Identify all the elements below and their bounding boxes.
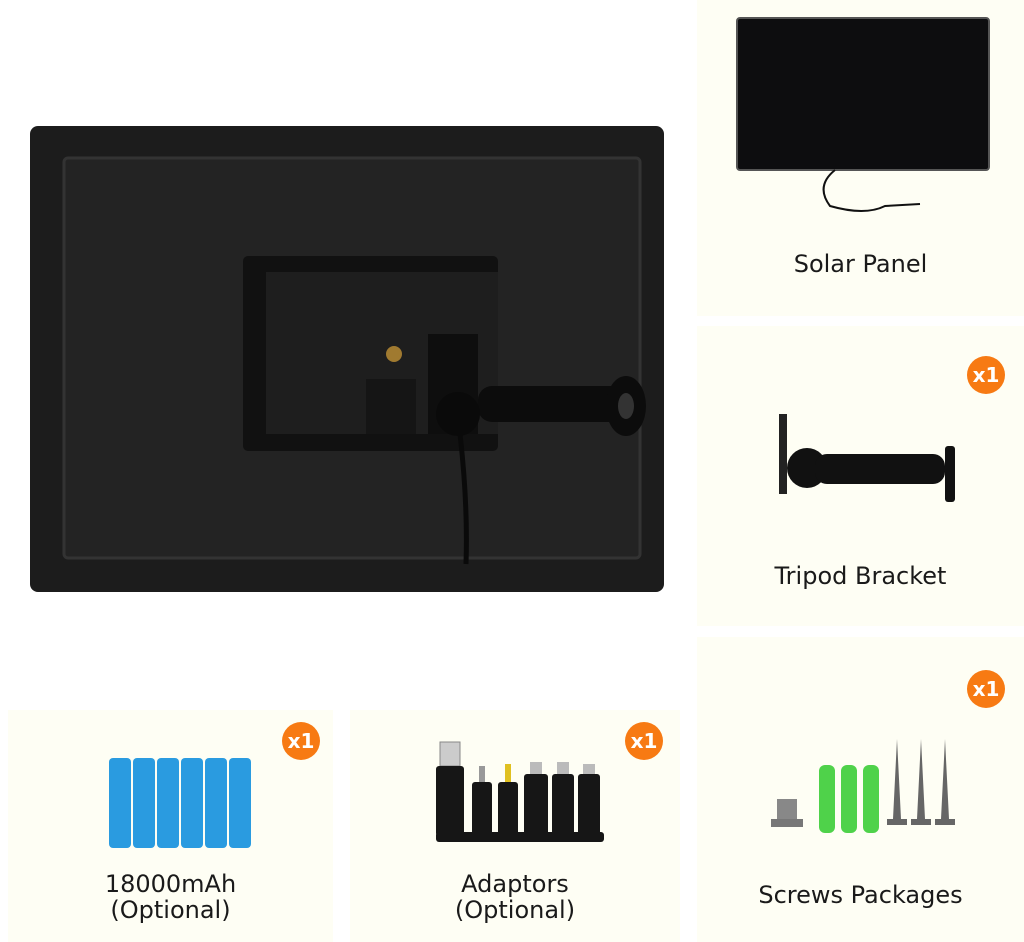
tripod-bracket-card: x1 Tripod Bracket <box>697 326 1024 626</box>
quantity-badge: x1 <box>282 722 320 760</box>
quantity-badge: x1 <box>967 356 1005 394</box>
adaptors-card: x1 Adaptors (Optional) <box>350 710 680 942</box>
adaptors-note: (Optional) <box>454 896 576 924</box>
solar-panel-card: Solar Panel <box>697 0 1024 316</box>
tripod-bracket-label: Tripod Bracket <box>774 562 947 590</box>
solar-panel-image <box>736 17 990 212</box>
screws-image <box>771 739 955 833</box>
screws-label: Screws Packages <box>758 881 963 909</box>
battery-card: x1 18000mAh (Optional) <box>8 710 333 942</box>
tripod-bracket-image <box>779 414 955 502</box>
battery-note: (Optional) <box>110 896 231 924</box>
quantity-badge: x1 <box>967 670 1005 708</box>
solar-panel-back-image <box>30 126 664 592</box>
solar-panel-label: Solar Panel <box>793 250 928 278</box>
quantity-badge: x1 <box>625 722 663 760</box>
battery-label: 18000mAh <box>104 870 237 898</box>
adaptors-label: Adaptors <box>461 870 569 898</box>
adaptors-image <box>436 741 604 842</box>
battery-image <box>109 758 251 848</box>
screws-card: x1 Screws Packages <box>697 637 1024 942</box>
